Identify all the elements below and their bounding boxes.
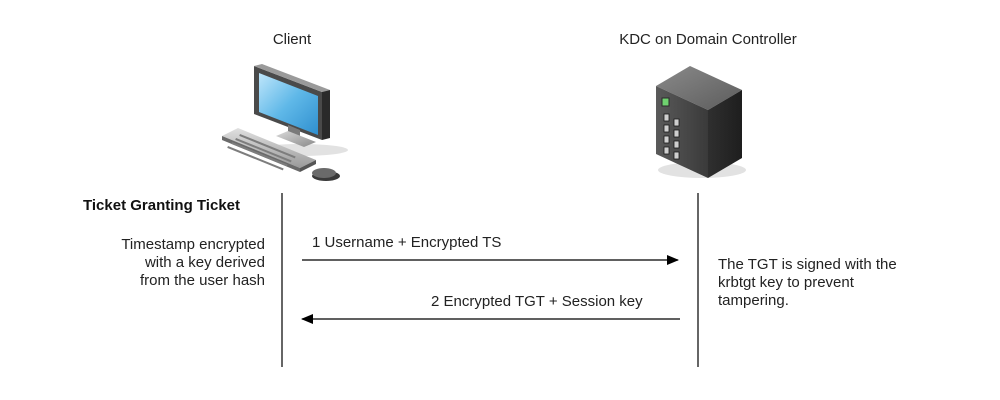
right-note-line: The TGT is signed with the [718,256,897,273]
left-note-line: Timestamp encrypted [121,236,265,253]
right-note-line: tampering. [718,292,789,309]
section-title: Ticket Granting Ticket [83,197,240,214]
right-note: The TGT is signed with the krbtgt key to… [718,256,958,310]
kdc-label: KDC on Domain Controller [619,31,797,48]
message-2-label: 2 Encrypted TGT + Session key [431,293,643,310]
message-1-label: 1 Username + Encrypted TS [312,234,502,251]
client-label: Client [272,31,312,48]
left-note-line: from the user hash [139,272,265,289]
left-note-line: with a key derived [144,254,265,271]
left-note: Timestamp encrypted with a key derived f… [60,236,265,290]
server-tower-icon [656,66,746,178]
right-note-line: krbtgt key to prevent [718,274,854,291]
desktop-computer-icon [222,64,348,181]
